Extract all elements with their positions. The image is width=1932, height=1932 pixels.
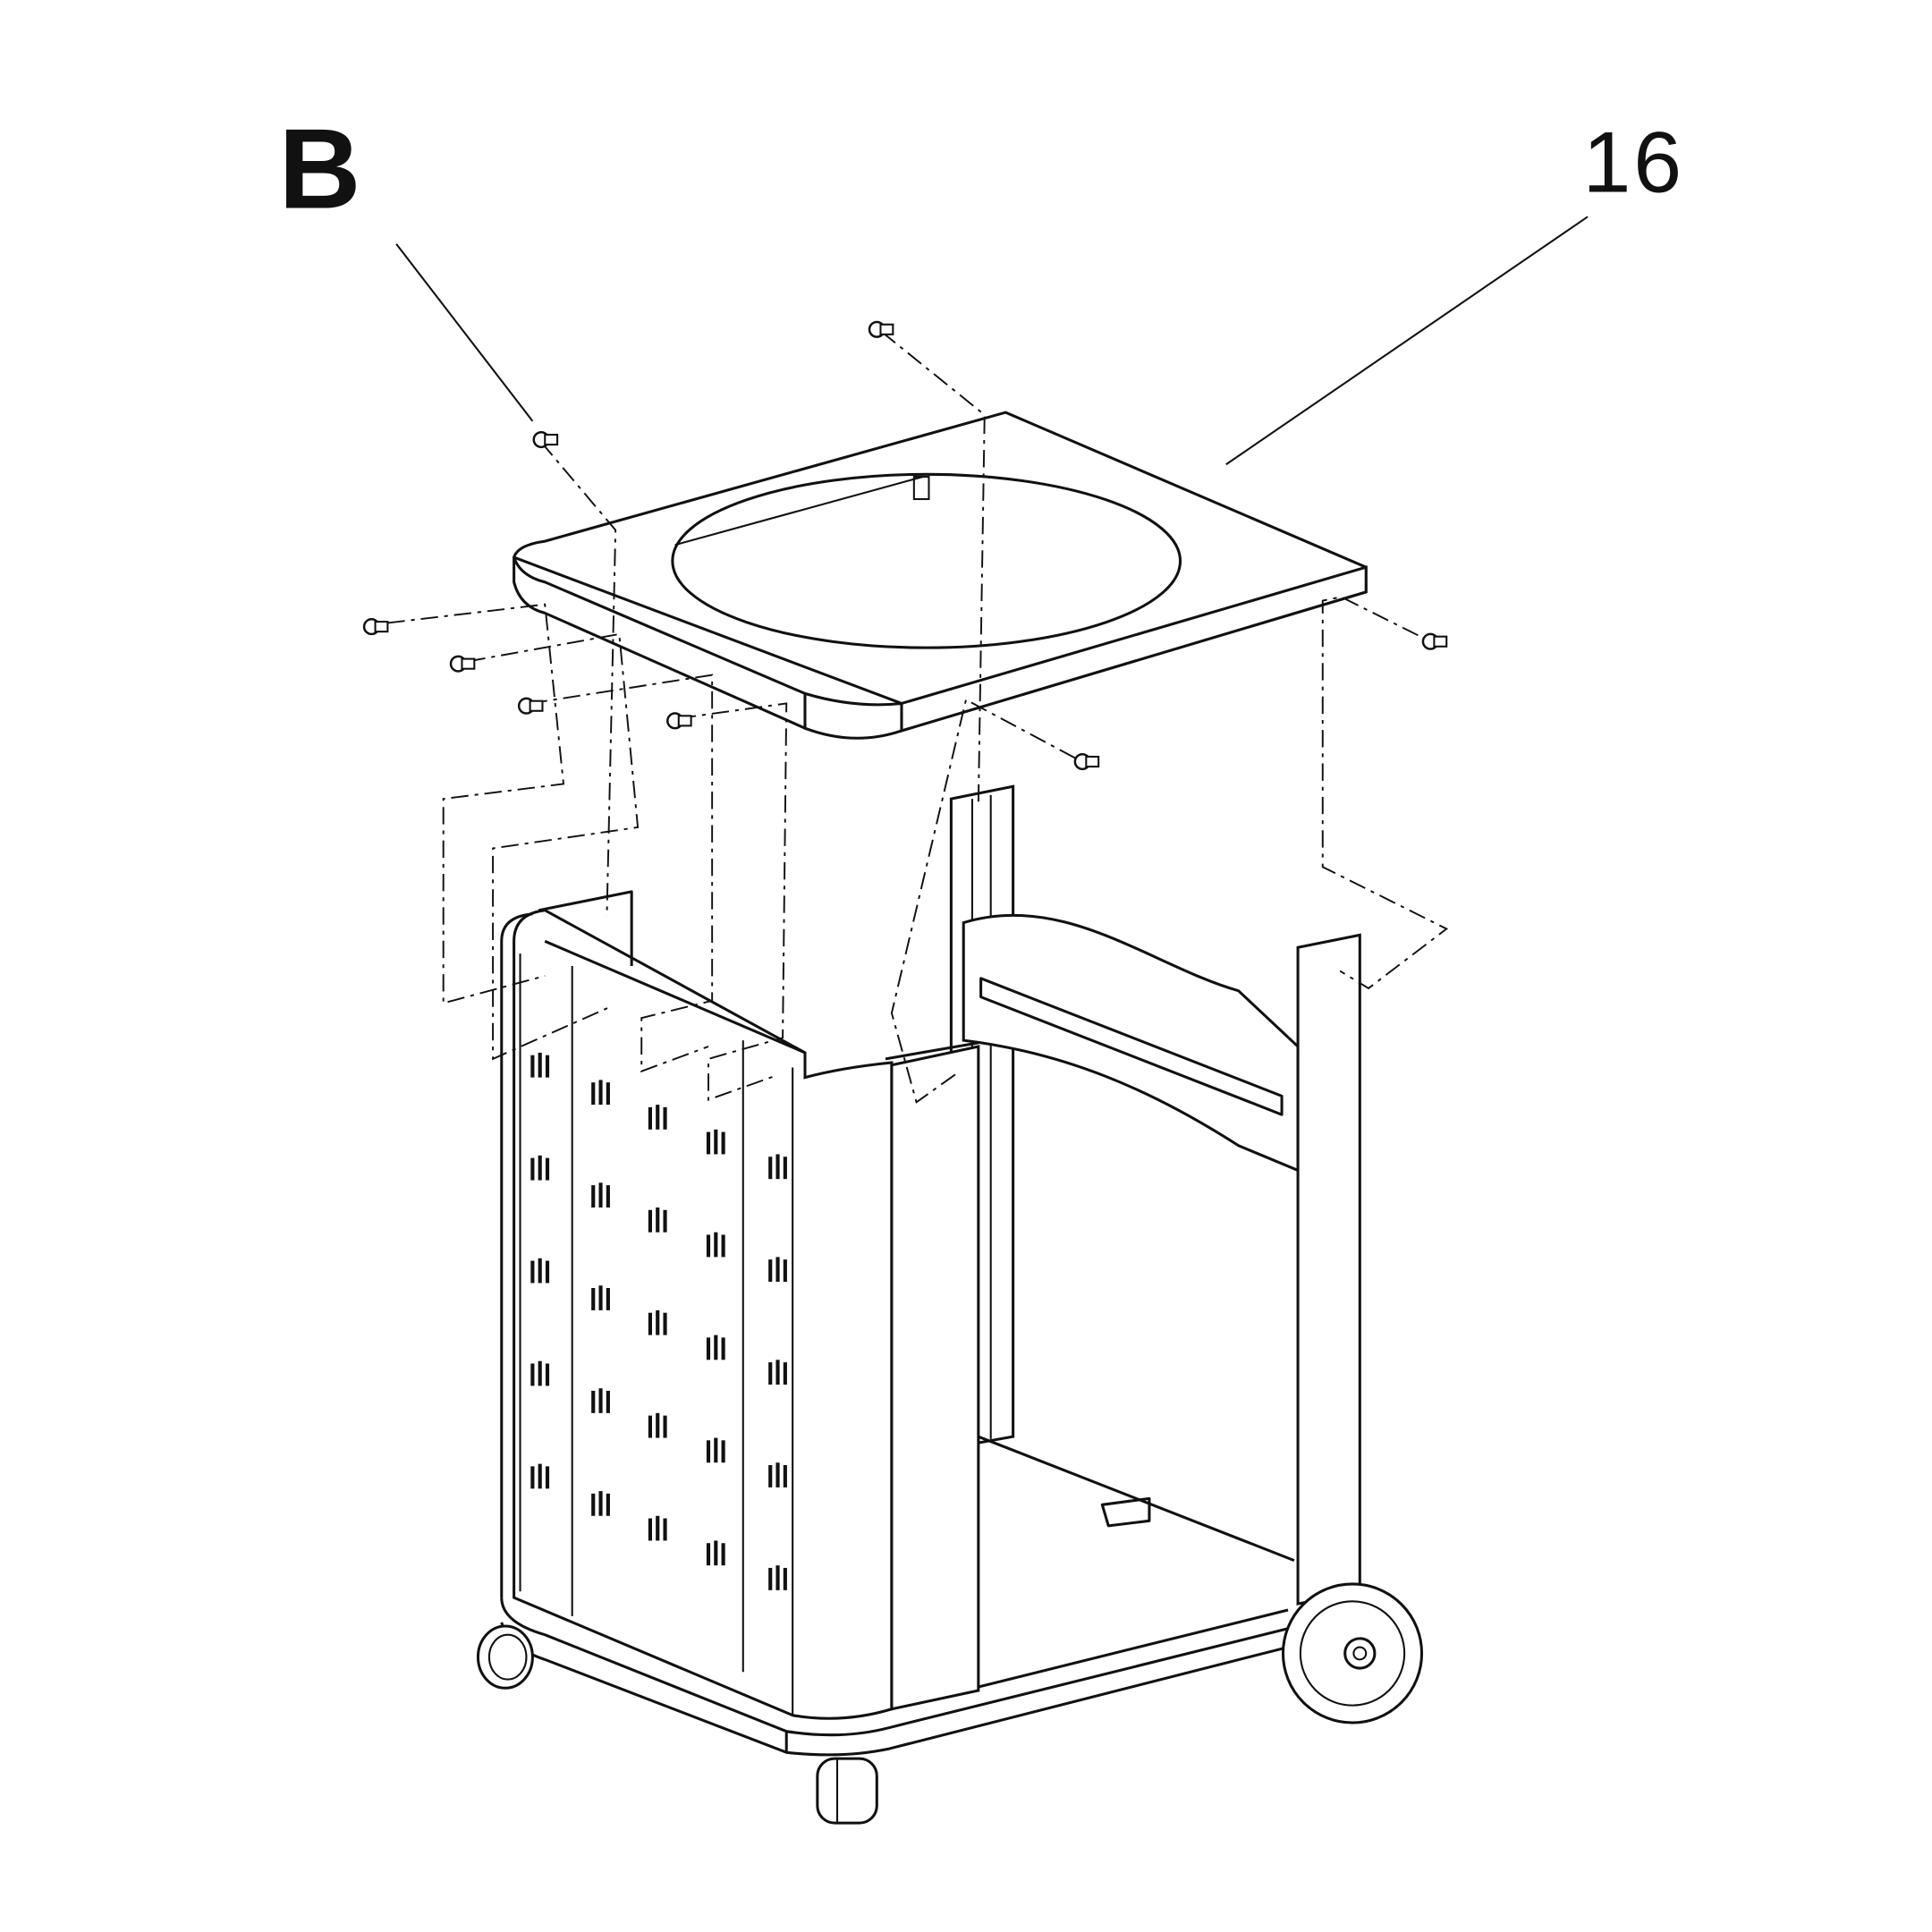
vent-slot — [768, 1257, 787, 1283]
screw-icon — [449, 655, 476, 673]
screw-icon — [1073, 752, 1100, 771]
screws — [362, 320, 1448, 771]
vent-slot — [768, 1462, 787, 1487]
screw-icon — [517, 697, 544, 715]
screw-icon — [532, 430, 559, 449]
screw-icon — [666, 712, 692, 730]
vent-slot — [706, 1437, 725, 1463]
vent-slot — [648, 1105, 667, 1130]
vent-slot — [591, 1285, 610, 1310]
vent-slot — [648, 1309, 667, 1335]
vent-slot — [706, 1129, 725, 1155]
vent-slot — [706, 1232, 725, 1258]
vent-slot — [648, 1208, 667, 1233]
cart-frame — [500, 784, 1361, 1757]
vent-slot — [591, 1080, 610, 1106]
vent-slot — [530, 1052, 550, 1078]
grill-opening — [671, 472, 1182, 649]
part-leader-line — [1225, 216, 1589, 466]
vent-slot — [530, 1258, 550, 1284]
vent-slot — [591, 1182, 610, 1208]
step-label: B — [279, 106, 361, 233]
screw-icon — [1421, 632, 1448, 650]
screw-icon — [362, 618, 389, 636]
vent-slots — [530, 1052, 787, 1590]
vent-slot — [530, 1360, 550, 1386]
vent-slot — [706, 1540, 725, 1566]
vent-slot — [768, 1154, 787, 1180]
tabletop — [512, 411, 1368, 740]
vent-slot — [706, 1335, 725, 1360]
caster-left — [476, 1624, 534, 1690]
vent-slot — [591, 1491, 610, 1516]
screw-icon — [868, 320, 894, 338]
vent-slot — [768, 1565, 787, 1590]
vent-slot — [530, 1155, 550, 1181]
vent-slot — [648, 1515, 667, 1541]
assembly-guide-lines — [387, 331, 1449, 1104]
part-number-label: 16 — [1583, 114, 1684, 211]
caster-front — [816, 1757, 878, 1825]
vent-slot — [768, 1360, 787, 1385]
vent-slot — [530, 1463, 550, 1489]
wheel — [1281, 1582, 1424, 1724]
step-leader-line — [395, 243, 534, 422]
vent-slot — [591, 1388, 610, 1413]
vent-slot — [648, 1412, 667, 1438]
